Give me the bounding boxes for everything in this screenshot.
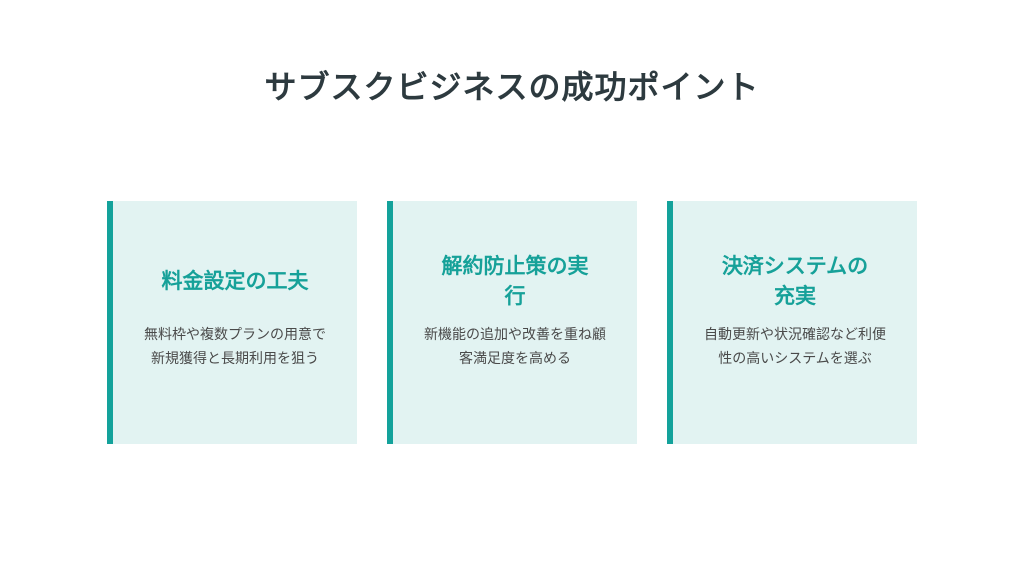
- card-description: 新機能の追加や改善を重ね顧客満足度を高める: [424, 327, 606, 367]
- card-title: 料金設定の工夫: [161, 269, 309, 293]
- card-title: 解約防止策の実行: [441, 254, 589, 308]
- page-title: サブスクビジネスの成功ポイント: [264, 68, 760, 106]
- card-title: 決済システムの充実: [721, 254, 869, 308]
- card-churn-prevention: 解約防止策の実行 新機能の追加や改善を重ね顧客満足度を高める: [387, 201, 637, 444]
- card-description: 無料枠や複数プランの用意で新規獲得と長期利用を狙う: [144, 327, 326, 367]
- card-description: 自動更新や状況確認など利便性の高いシステムを選ぶ: [704, 327, 886, 367]
- card-payment-system: 決済システムの充実 自動更新や状況確認など利便性の高いシステムを選ぶ: [667, 201, 917, 444]
- card-pricing: 料金設定の工夫 無料枠や複数プランの用意で新規獲得と長期利用を狙う: [107, 201, 357, 444]
